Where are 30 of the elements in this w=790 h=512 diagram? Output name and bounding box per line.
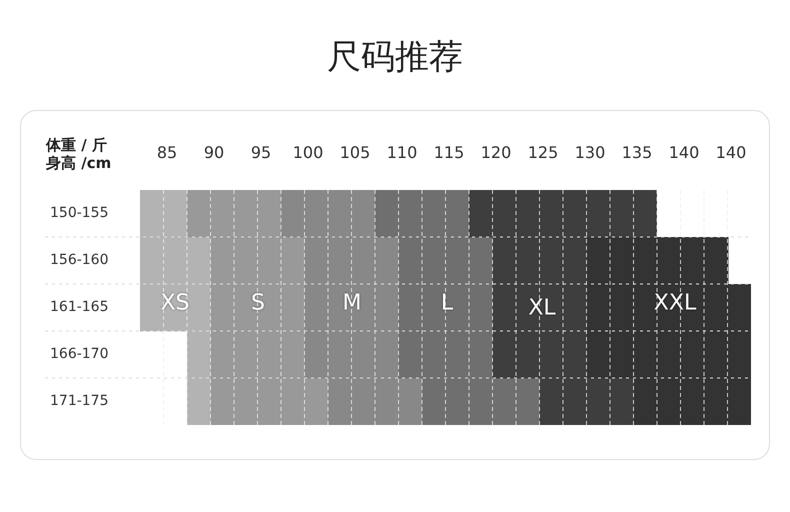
height-range: 171-175 (50, 393, 108, 409)
size-zone (187, 190, 328, 425)
weight-value: 90 (204, 143, 224, 162)
weight-value: 100 (292, 143, 324, 162)
size-zone (281, 190, 422, 425)
weight-value: 130 (574, 143, 606, 162)
weight-value: 140 (716, 143, 746, 162)
weight-value: 105 (340, 143, 370, 162)
axis-header: 身高 /cm (46, 154, 112, 173)
height-range: 161-165 (50, 299, 108, 315)
size-label: XL (528, 296, 556, 320)
weight-value: 135 (622, 143, 652, 162)
weight-value: 125 (528, 143, 558, 162)
axis-header: 体重 / 斤 (46, 136, 107, 155)
weight-value: 85 (156, 143, 178, 162)
height-range: 156-160 (50, 252, 108, 268)
height-range: 166-170 (50, 346, 108, 362)
weight-value: 95 (250, 143, 272, 162)
size-label: XXL (654, 290, 696, 316)
size-label: S (251, 290, 265, 316)
height-range: 150-155 (50, 205, 108, 221)
weight-value: 120 (480, 143, 512, 162)
size-zone (140, 190, 210, 425)
title: 尺码推荐 (326, 36, 464, 79)
size-label: XS (160, 290, 190, 316)
size-label: M (342, 290, 362, 316)
size-label: L (440, 290, 454, 316)
weight-value: 110 (386, 143, 418, 162)
weight-value: 140 (668, 143, 700, 162)
weight-value: 115 (434, 143, 464, 162)
